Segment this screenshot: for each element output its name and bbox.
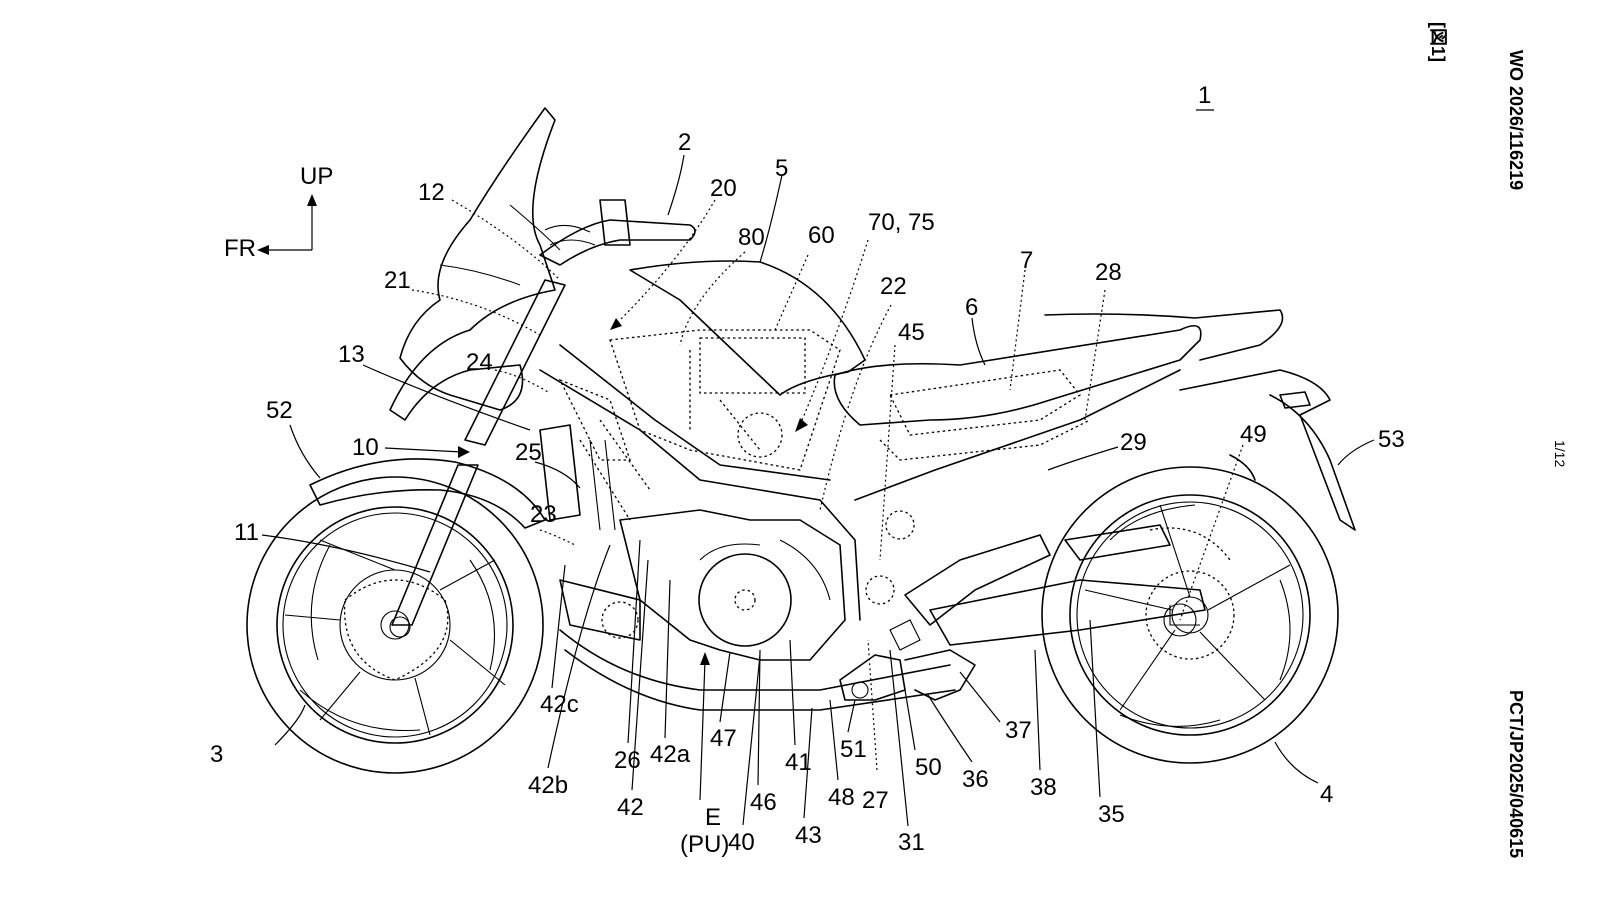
direction-up-label: UP <box>300 163 333 190</box>
label-26: 26 <box>614 747 641 774</box>
label-2: 2 <box>678 129 691 156</box>
label-29: 29 <box>1120 429 1147 456</box>
label-13: 13 <box>338 341 365 368</box>
label-52: 52 <box>266 397 293 424</box>
label-49: 49 <box>1240 421 1267 448</box>
label-43: 43 <box>795 822 822 849</box>
label-22: 22 <box>880 273 907 300</box>
label-41: 41 <box>785 749 812 776</box>
label-31: 31 <box>898 829 925 856</box>
front-wheel <box>246 476 544 774</box>
label-45: 45 <box>898 319 925 346</box>
rear-wheel <box>1041 466 1339 764</box>
label-6: 6 <box>965 294 978 321</box>
label-47: 47 <box>710 725 737 752</box>
label-40: 40 <box>728 829 755 856</box>
label-5: 5 <box>775 155 788 182</box>
figure-number-label: [図1] <box>1428 22 1448 62</box>
label-10: 10 <box>352 434 379 461</box>
label-53: 53 <box>1378 426 1405 453</box>
label-21: 21 <box>384 267 411 294</box>
label-42a: 42a <box>650 741 691 768</box>
reference-numerals: 2 3 4 5 6 7 10 11 12 13 20 21 22 23 24 2… <box>210 129 1405 858</box>
label-35: 35 <box>1098 801 1125 828</box>
label-51: 51 <box>840 736 867 763</box>
label-36: 36 <box>962 766 989 793</box>
publication-number: WO 2026/116219 <box>1506 50 1526 190</box>
label-27: 27 <box>862 787 889 814</box>
label-25: 25 <box>515 439 542 466</box>
label-42c: 42c <box>540 691 579 718</box>
direction-indicator: UP FR <box>224 163 333 262</box>
motorcycle-drawing <box>246 107 1356 774</box>
label-12: 12 <box>418 179 445 206</box>
label-7: 7 <box>1020 247 1033 274</box>
label-3: 3 <box>210 741 223 768</box>
label-11: 11 <box>234 519 259 546</box>
direction-front-label: FR <box>224 235 256 262</box>
page-number: 1/12 <box>1552 440 1568 467</box>
label-E: E <box>705 804 721 831</box>
label-50: 50 <box>915 754 942 781</box>
application-number: PCT/JP2025/040615 <box>1506 690 1526 858</box>
label-46: 46 <box>750 789 777 816</box>
label-4: 4 <box>1320 781 1333 808</box>
label-48: 48 <box>828 784 855 811</box>
label-42b: 42b <box>528 772 568 799</box>
label-80: 80 <box>738 224 765 251</box>
label-38: 38 <box>1030 774 1057 801</box>
label-24: 24 <box>466 349 493 376</box>
label-37: 37 <box>1005 717 1032 744</box>
engine-unit <box>559 509 915 661</box>
label-28: 28 <box>1095 259 1122 286</box>
label-20: 20 <box>710 175 737 202</box>
label-60: 60 <box>808 222 835 249</box>
label-23: 23 <box>530 501 557 528</box>
leader-lines <box>261 154 1375 827</box>
overall-reference-number: 1 <box>1198 82 1211 109</box>
label-PU: (PU) <box>680 831 729 858</box>
label-70-75: 70, 75 <box>868 209 935 236</box>
label-42: 42 <box>617 794 644 821</box>
